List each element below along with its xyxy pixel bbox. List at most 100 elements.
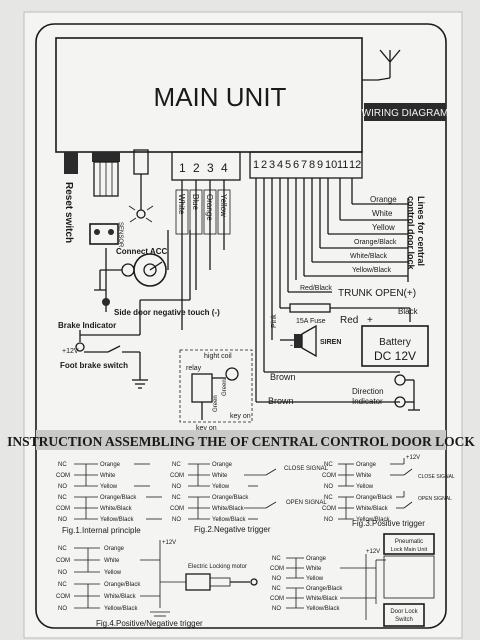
fig3-diagram: NC COM NO NC COM NO Orange White Yellow …: [322, 458, 413, 523]
large-plug-pin: 9: [317, 159, 323, 171]
connect-acc-label: Connect ACC: [116, 247, 167, 256]
wire-blue-label: Blue: [191, 194, 200, 211]
door-lock-wire: Orange/Black: [354, 239, 397, 246]
fig2-open-signal: OPEN SIGNAL: [286, 500, 327, 506]
pink-label: Pink: [271, 314, 278, 328]
fuse-label: 15A Fuse: [296, 318, 326, 325]
fig4-wire: White/Black: [104, 594, 137, 600]
large-plug-pin: 11: [337, 159, 348, 171]
plus-label: +: [367, 315, 373, 326]
fig3-wire: White/Black: [356, 506, 389, 512]
small-plug: 1 2 3 4: [171, 151, 241, 330]
fig5-wire: Orange/Black: [306, 586, 343, 592]
fig1-term: NC: [58, 462, 67, 468]
fig2-wire: White/Black: [212, 506, 245, 512]
fig5-term: COM: [270, 566, 284, 572]
fig2-term: NO: [172, 484, 181, 490]
door-lock-wire: Orange: [370, 195, 397, 204]
fig3-wire: Yellow/Black: [356, 517, 390, 523]
fig5-wire: Orange: [306, 556, 327, 562]
pneumatic-wires-box: [383, 555, 435, 599]
battery-icon: [361, 325, 429, 367]
large-plug-pin: 5: [285, 159, 291, 171]
fig1-wire: White: [100, 473, 116, 479]
fig3-wire: White: [356, 473, 372, 479]
fig2-term: NC: [172, 495, 181, 501]
fig4-plus12v: +12V: [162, 540, 176, 546]
fig3-term: COM: [322, 473, 336, 479]
large-plug-pin: 10: [325, 159, 337, 171]
fig4-caption: Fig.4.Positive/Negative trigger: [96, 619, 203, 628]
fig3-caption: Fig.3.Positive trigger: [352, 519, 425, 528]
fig1-wire: Yellow: [100, 484, 118, 490]
fig1-term: NC: [58, 495, 67, 501]
door-lock-wire: White/Black: [350, 253, 387, 260]
door-lock-wire: Yellow/Black: [352, 267, 392, 274]
side-door-switch-icon: [102, 248, 110, 312]
large-plug-pin: 6: [293, 159, 299, 171]
fig1-term: NO: [58, 484, 67, 490]
fig3-close-signal: CLOSE SIGNAL: [418, 474, 455, 480]
brown-label-2: Brown: [268, 396, 294, 406]
brown-label-1: Brown: [270, 372, 296, 382]
diagram-frame: [35, 23, 447, 629]
fig4-term: NO: [58, 606, 67, 612]
plus12v-label: +12V: [62, 348, 79, 355]
key-on-label-2: key on: [196, 425, 217, 432]
fig5-wire: White: [306, 566, 322, 572]
fig5-term: COM: [270, 596, 284, 602]
siren-icon: [280, 324, 317, 358]
large-plug-pin: 3: [269, 159, 275, 171]
fig1-term: COM: [56, 506, 70, 512]
fig4-term: NC: [58, 582, 67, 588]
large-plug-wires: [255, 178, 409, 402]
red-label: Red: [340, 315, 358, 326]
wiring-diagram-label: WIRING DIAGRAM: [362, 108, 449, 119]
door-lock-wire: Yellow: [372, 223, 395, 232]
fig4-term: NC: [58, 546, 67, 552]
fig4-term: COM: [56, 594, 70, 600]
fig3-term: NC: [324, 495, 333, 501]
key-on-label: key on: [230, 413, 251, 420]
direction-light-icon: [394, 374, 420, 411]
motor-label: Electric Locking motor: [188, 564, 247, 570]
fig2-wire: Yellow/Black: [212, 517, 246, 523]
door-lock-lines-label-2: control door lock: [406, 196, 416, 270]
fig5-term: NO: [272, 576, 281, 582]
fig4-wire: White: [104, 558, 120, 564]
small-plug-pin: 1: [179, 161, 186, 175]
wiring-diagram-tab: [364, 103, 446, 121]
direction-label: Direction: [352, 387, 384, 396]
fig3-term: NC: [324, 462, 333, 468]
door-lock-switch-box: [383, 603, 425, 627]
fig2-term: NC: [172, 462, 181, 468]
instruction-banner: [36, 430, 446, 450]
door-lock-wire: White: [372, 209, 393, 218]
fig2-term: COM: [170, 506, 184, 512]
small-plug-pin: 2: [193, 161, 200, 175]
indicator-label: Indicator: [352, 397, 383, 406]
foot-brake-label: Foot brake switch: [60, 361, 128, 370]
fig4-term: NO: [58, 570, 67, 576]
large-plug-pin: 2: [261, 159, 267, 171]
main-unit-title: MAIN UNIT: [154, 82, 287, 112]
fig3-plus12v: +12V: [406, 455, 420, 461]
antenna-icon: [362, 49, 401, 81]
fig5-term: NO: [272, 606, 281, 612]
large-plug-pin: 7: [301, 159, 307, 171]
large-plug-pin: 8: [309, 159, 315, 171]
fig4-diagram: NC COM NO NC COM NO Orange White Yellow …: [56, 540, 186, 617]
pneumatic-label-1: Pneumatic: [395, 539, 423, 545]
relay-label: relay: [186, 365, 202, 372]
fig2-term: COM: [170, 473, 184, 479]
fig2-term: NO: [172, 517, 181, 523]
small-plug-pin: 3: [207, 161, 214, 175]
trunk-open-label: TRUNK OPEN(+): [338, 288, 416, 299]
fig5-plus12v: +12V: [366, 549, 380, 555]
fig5-wire: Yellow/Black: [306, 606, 340, 612]
fig3-term: COM: [322, 506, 336, 512]
fig3-wire: Orange/Black: [356, 495, 393, 501]
door-lock-switch-label-1: Door Lock: [390, 609, 418, 615]
fig2-wire: White: [212, 473, 228, 479]
